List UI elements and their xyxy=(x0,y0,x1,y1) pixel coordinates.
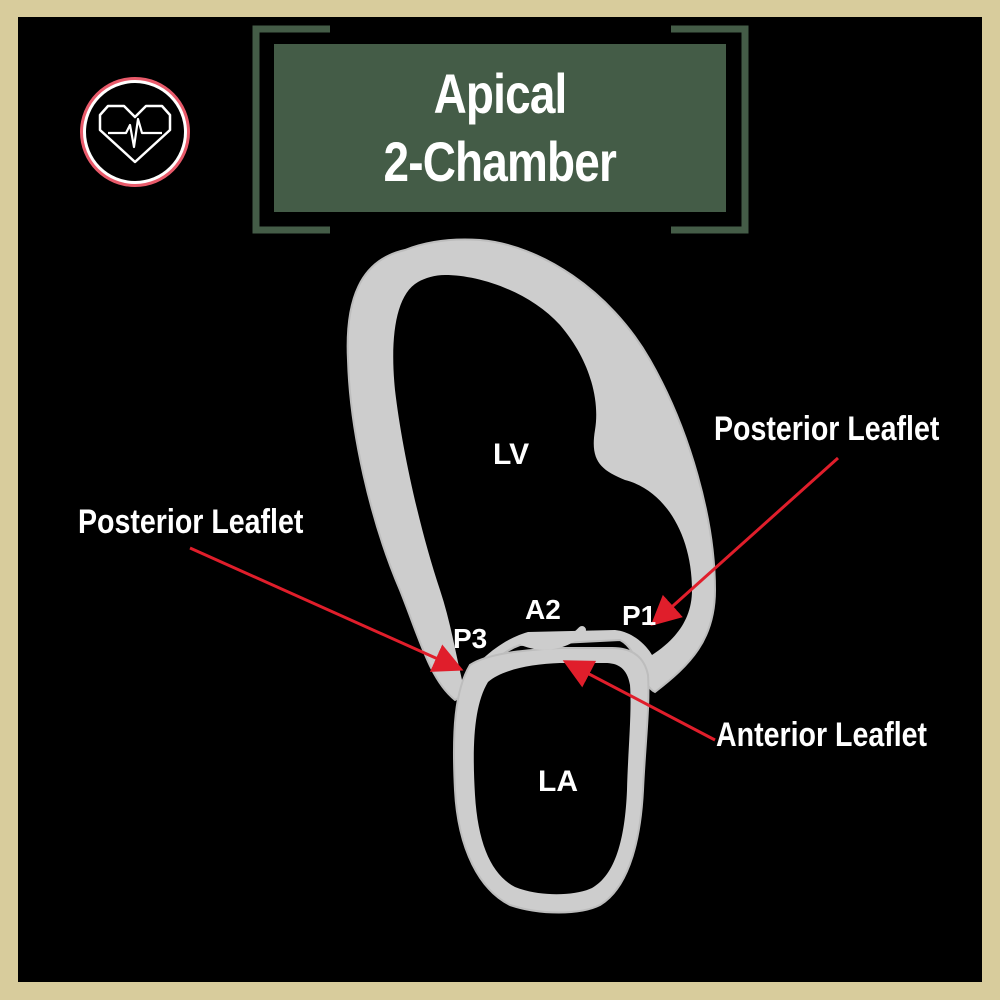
title-bracket xyxy=(252,25,749,234)
lv-label: LV xyxy=(493,438,530,471)
arrow-posterior-right xyxy=(650,456,840,627)
p3-label: P3 xyxy=(453,623,488,654)
heart-ecg-logo-icon xyxy=(80,77,190,187)
arrow-anterior xyxy=(562,660,716,742)
lv-cavity xyxy=(393,275,692,680)
arrow-posterior-left xyxy=(189,546,464,672)
title-line-2: 2-Chamber xyxy=(383,130,617,193)
a2-label: A2 xyxy=(525,594,561,625)
la-label: LA xyxy=(538,765,578,798)
anterior-leaflet xyxy=(520,626,586,650)
anterior-leaflet-label: Anterior Leaflet xyxy=(716,716,928,754)
title-box: Apical 2-Chamber xyxy=(274,44,726,212)
la-cavity xyxy=(473,663,631,895)
title-line-1: Apical xyxy=(433,62,568,125)
posterior-leaflet-label-right: Posterior Leaflet xyxy=(714,410,940,448)
p1-label: P1 xyxy=(622,600,657,631)
posterior-leaflet-label-left: Posterior Leaflet xyxy=(78,503,304,541)
